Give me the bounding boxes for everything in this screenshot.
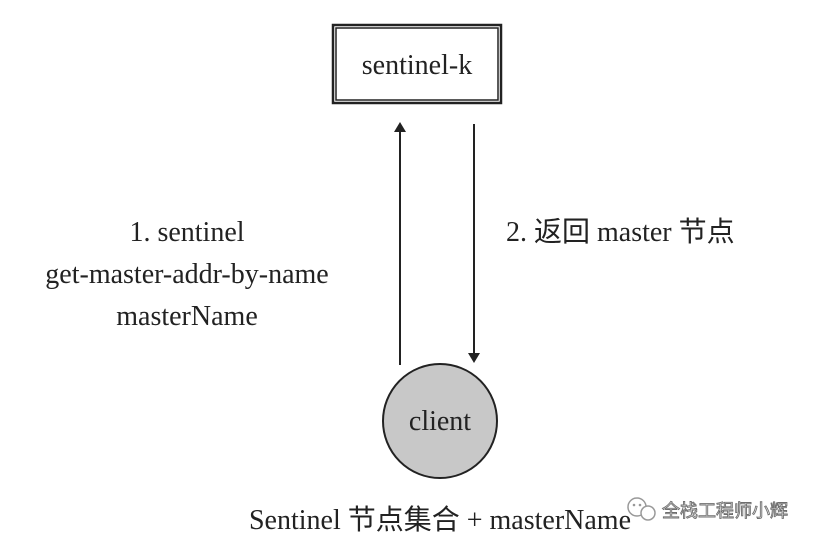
sentinel-node-label: sentinel-k xyxy=(362,50,472,81)
client-node: client xyxy=(382,363,498,479)
response-label: 2. 返回 master 节点 xyxy=(506,216,735,248)
watermark-text: 全栈工程师小辉 xyxy=(662,501,788,522)
request-label-line-3: masterName xyxy=(116,301,258,332)
sentinel-node: sentinel-k xyxy=(331,23,503,105)
diagram-caption: Sentinel 节点集合 + masterName xyxy=(249,504,631,536)
request-label-line-2: get-master-addr-by-name xyxy=(45,259,328,290)
request-label: 1. sentinel get-master-addr-by-name mast… xyxy=(45,217,328,332)
client-node-label: client xyxy=(409,406,471,437)
wechat-icon xyxy=(627,497,656,521)
request-label-line-1: 1. sentinel xyxy=(129,217,244,248)
watermark: 全栈工程师小辉 xyxy=(627,497,788,522)
